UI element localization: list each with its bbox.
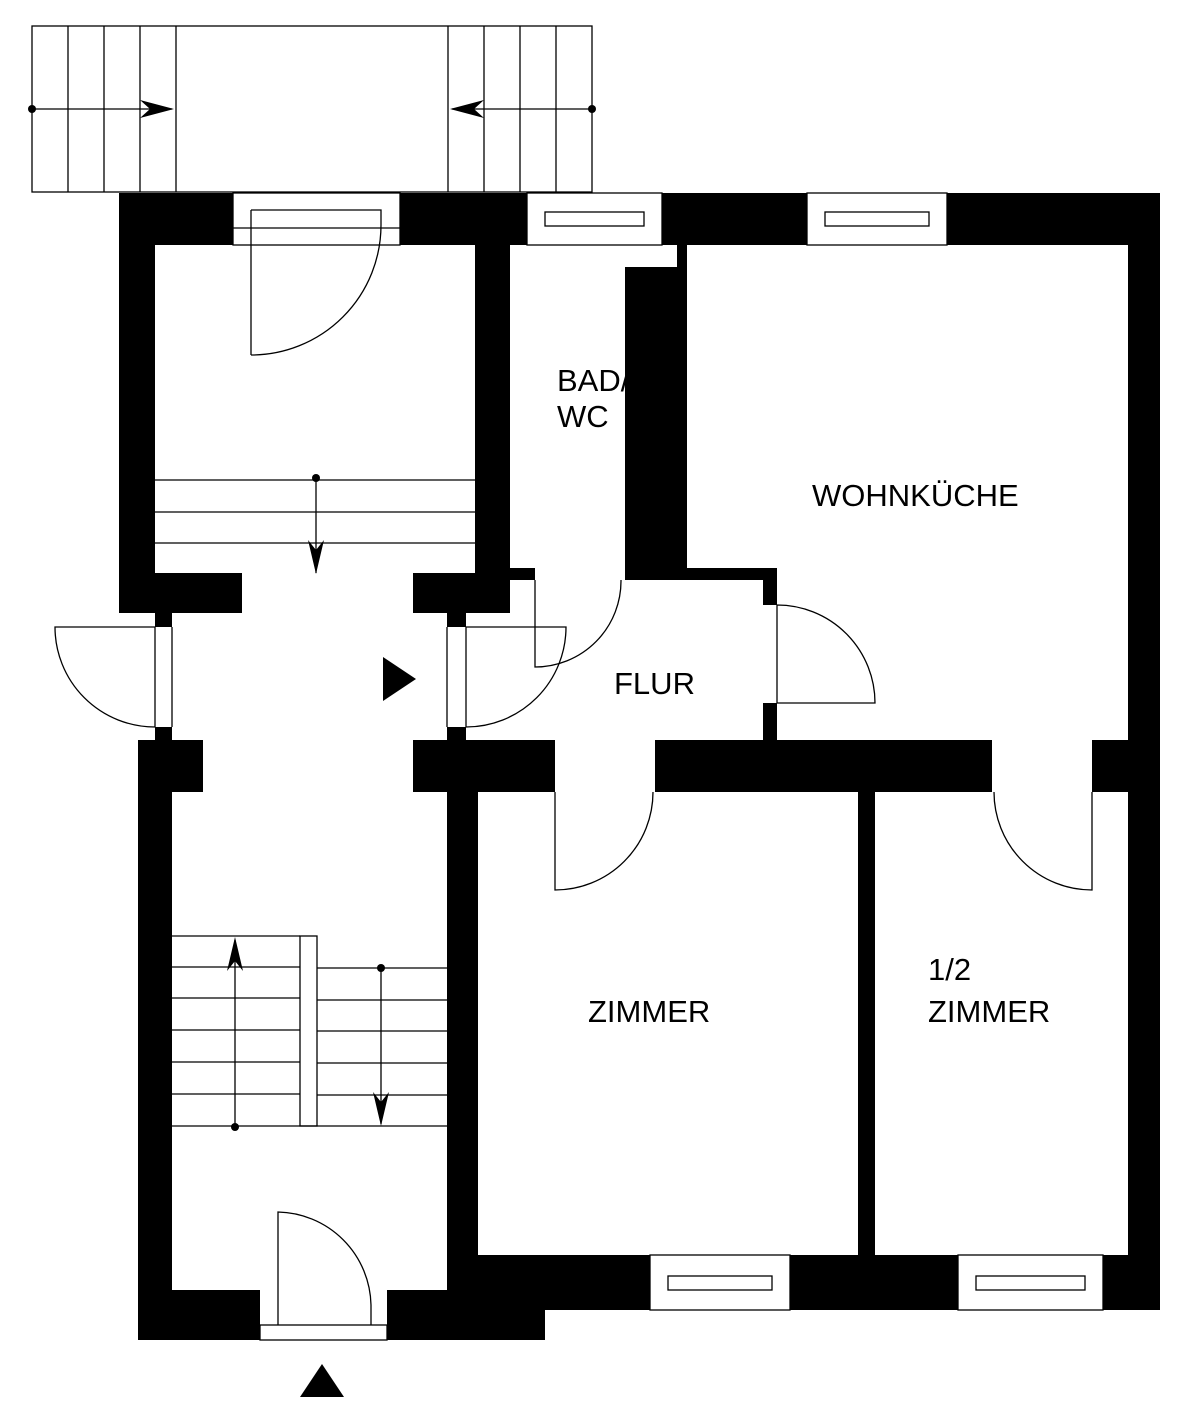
entrance-arrow-icon bbox=[300, 1364, 344, 1397]
entry-arrow-icon bbox=[383, 657, 416, 701]
outdoor-stairs bbox=[28, 25, 596, 193]
room-label-flur: FLUR bbox=[614, 666, 695, 701]
walls bbox=[119, 193, 1160, 1340]
arrow-left-icon bbox=[450, 100, 484, 118]
interior-stairs bbox=[155, 474, 475, 1131]
room-label-zimmer: ZIMMER bbox=[588, 994, 710, 1029]
doors bbox=[54, 192, 1093, 1325]
room-label-bad: BAD/ bbox=[557, 363, 630, 398]
room-label-wc: WC bbox=[557, 399, 609, 434]
room-label-half: 1/2 bbox=[928, 952, 971, 987]
room-label-wohnkueche: WOHNKÜCHE bbox=[812, 478, 1019, 513]
arrow-right-icon bbox=[140, 100, 174, 118]
windows bbox=[259, 192, 1104, 1341]
room-label-half-zimmer: ZIMMER bbox=[928, 994, 1050, 1029]
